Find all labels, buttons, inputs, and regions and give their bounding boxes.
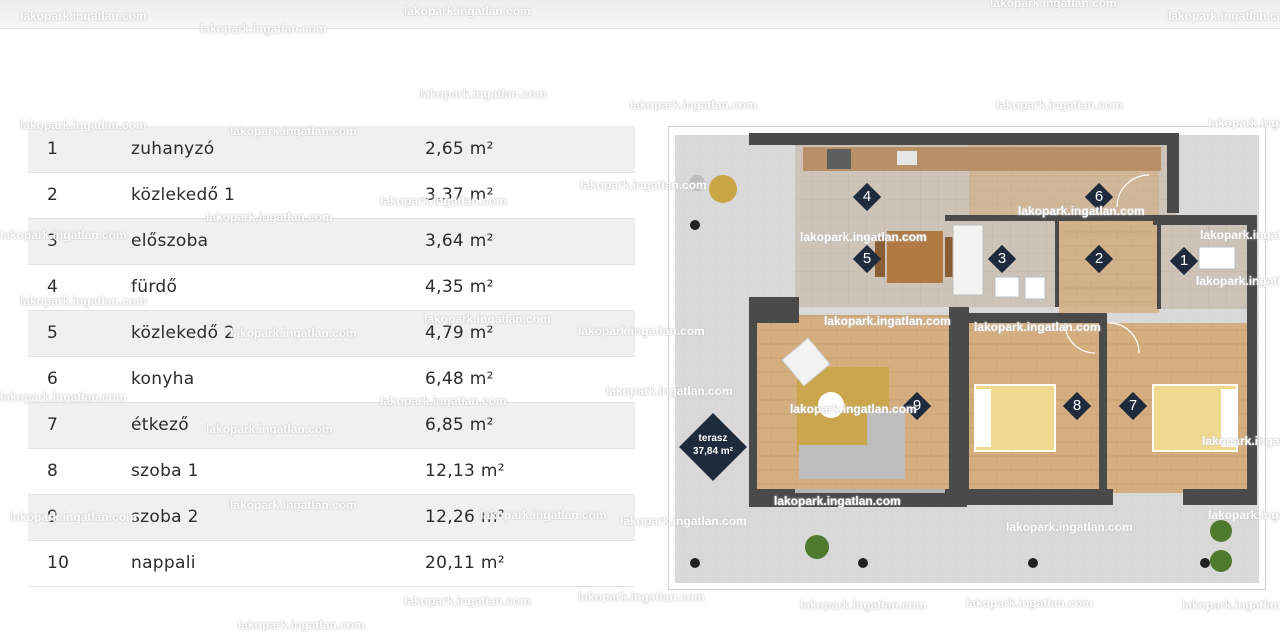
- room-name-cell: konyha: [131, 356, 425, 403]
- room-name-cell: közlekedő 2: [131, 310, 425, 357]
- door-swings: [1064, 174, 1150, 354]
- terrace-label: terasz: [698, 433, 728, 444]
- terrace-area: 37,84 m²: [692, 446, 734, 457]
- room-num-cell: 10: [28, 540, 131, 587]
- room-num-cell: 8: [28, 448, 131, 495]
- room-num-cell: 7: [28, 402, 131, 449]
- room-name-cell: nappali: [131, 540, 425, 587]
- room-name-cell: szoba 1: [131, 448, 425, 495]
- room-marker-4[interactable]: 4: [852, 182, 882, 212]
- room-num-cell: 2: [28, 172, 131, 219]
- room-area-cell: 3,64 m²: [425, 218, 635, 265]
- watermark-text: lakopark.ingatlan.com: [578, 590, 705, 604]
- watermark-text: lakopark.ingatlan.com: [996, 98, 1123, 112]
- room-marker-8[interactable]: 8: [1062, 391, 1092, 421]
- floor-plan[interactable]: 1 2 3 4 5 6 7 8 9 terasz 37,84 m²: [668, 126, 1266, 590]
- room-area-cell: 20,11 m²: [425, 540, 635, 587]
- room-marker-label: 9: [912, 397, 922, 414]
- watermark-text: lakopark.ingatlan.com: [404, 594, 531, 608]
- room-marker-label: 5: [862, 250, 872, 267]
- room-name-cell: étkező: [131, 402, 425, 449]
- room-marker-label: 4: [862, 188, 872, 205]
- room-marker-label: 2: [1094, 250, 1104, 267]
- room-num-cell: 3: [28, 218, 131, 265]
- room-num-cell: 1: [28, 126, 131, 173]
- room-marker-3[interactable]: 3: [987, 244, 1017, 274]
- room-num-cell: 4: [28, 264, 131, 311]
- watermark-text: lakopark.ingatlan.com: [630, 98, 757, 112]
- watermark-text: lakopark.ingatlan.com: [238, 618, 365, 632]
- room-area-cell: 12,13 m²: [425, 448, 635, 495]
- dining-table: [887, 231, 943, 283]
- room-marker-1[interactable]: 1: [1169, 246, 1199, 276]
- top-bar: [0, 0, 1280, 29]
- room-name-cell: szoba 2: [131, 494, 425, 541]
- walls: [749, 133, 1257, 507]
- room-marker-label: 6: [1094, 188, 1104, 205]
- watermark-text: lakopark.ingatlan.com: [966, 596, 1093, 610]
- room-marker-5[interactable]: 5: [852, 244, 882, 274]
- room-marker-6[interactable]: 6: [1084, 182, 1114, 212]
- plant: [805, 535, 829, 559]
- room-area-cell: 4,79 m²: [425, 310, 635, 357]
- bathtub: [952, 224, 984, 296]
- floor-plan-drawing: [675, 133, 1259, 583]
- room-num-cell: 5: [28, 310, 131, 357]
- room-marker-2[interactable]: 2: [1084, 244, 1114, 274]
- room-name-cell: fürdő: [131, 264, 425, 311]
- watermark-text: lakopark.ingatlan.com: [1182, 598, 1280, 612]
- room-area-cell: 2,65 m²: [425, 126, 635, 173]
- room-area-cell: 6,48 m²: [425, 356, 635, 403]
- room-marker-7[interactable]: 7: [1118, 391, 1148, 421]
- room-marker-label: 8: [1072, 397, 1082, 414]
- room-name-cell: közlekedő 1: [131, 172, 425, 219]
- room-name-cell: előszoba: [131, 218, 425, 265]
- room-marker-label: 3: [997, 250, 1007, 267]
- watermark-text: lakopark.ingatlan.com: [800, 598, 927, 612]
- hallway-floor: [1059, 221, 1159, 313]
- room-marker-9[interactable]: 9: [902, 391, 932, 421]
- room-area-cell: 4,35 m²: [425, 264, 635, 311]
- kitchen-counter: [803, 147, 1161, 171]
- terrace-table: [709, 175, 737, 203]
- room-num-cell: 6: [28, 356, 131, 403]
- room-name-cell: zuhanyzó: [131, 126, 425, 173]
- watermark-text: lakopark.ingatlan.com: [420, 87, 547, 101]
- terrace-badge[interactable]: terasz 37,84 m²: [679, 413, 747, 481]
- room-area-cell: 3,37 m²: [425, 172, 635, 219]
- room-area-cell: 6,85 m²: [425, 402, 635, 449]
- room-num-cell: 9: [28, 494, 131, 541]
- room-marker-label: 1: [1179, 252, 1189, 269]
- room-marker-label: 7: [1128, 397, 1138, 414]
- room-area-cell: 12,26 m²: [425, 494, 635, 541]
